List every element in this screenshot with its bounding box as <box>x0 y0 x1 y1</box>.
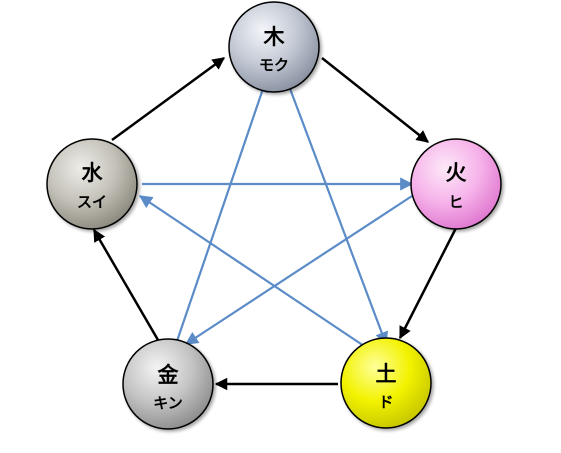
node-metal-kanji: 金 <box>157 363 180 387</box>
node-wood: 木 モク <box>228 1 320 93</box>
arrow-earth-to-water <box>138 195 371 351</box>
arrow-metal-to-wood <box>174 78 269 345</box>
node-water: 水 スイ <box>46 138 138 230</box>
arrow-fire-to-earth <box>398 227 458 340</box>
node-wood-reading: モク <box>259 56 289 74</box>
arrow-wood-to-earth <box>284 77 388 346</box>
node-earth-reading: ド <box>378 393 393 411</box>
node-metal-reading: キン <box>153 394 183 412</box>
node-wood-kanji: 木 <box>263 25 286 49</box>
arrow-water-to-wood <box>111 56 226 142</box>
arrow-metal-to-water <box>92 228 160 341</box>
node-metal: 金 キン <box>122 338 214 430</box>
node-fire-reading: ヒ <box>448 193 463 211</box>
node-water-circle <box>46 138 138 230</box>
node-earth-kanji: 土 <box>376 362 397 386</box>
node-fire: 火 ヒ <box>410 138 502 230</box>
node-earth-circle <box>340 337 432 429</box>
node-fire-circle <box>410 138 502 230</box>
node-fire-kanji: 火 <box>446 161 467 185</box>
arrow-fire-to-metal <box>184 195 413 345</box>
controlling-cycle-arrows <box>138 77 414 351</box>
generating-cycle-arrows <box>92 56 458 391</box>
node-wood-circle <box>228 1 320 93</box>
node-earth: 土 ド <box>340 337 432 429</box>
node-metal-circle <box>122 338 214 430</box>
node-water-reading: スイ <box>77 193 107 211</box>
arrow-wood-to-fire <box>321 57 429 143</box>
node-water-kanji: 水 <box>82 161 104 185</box>
